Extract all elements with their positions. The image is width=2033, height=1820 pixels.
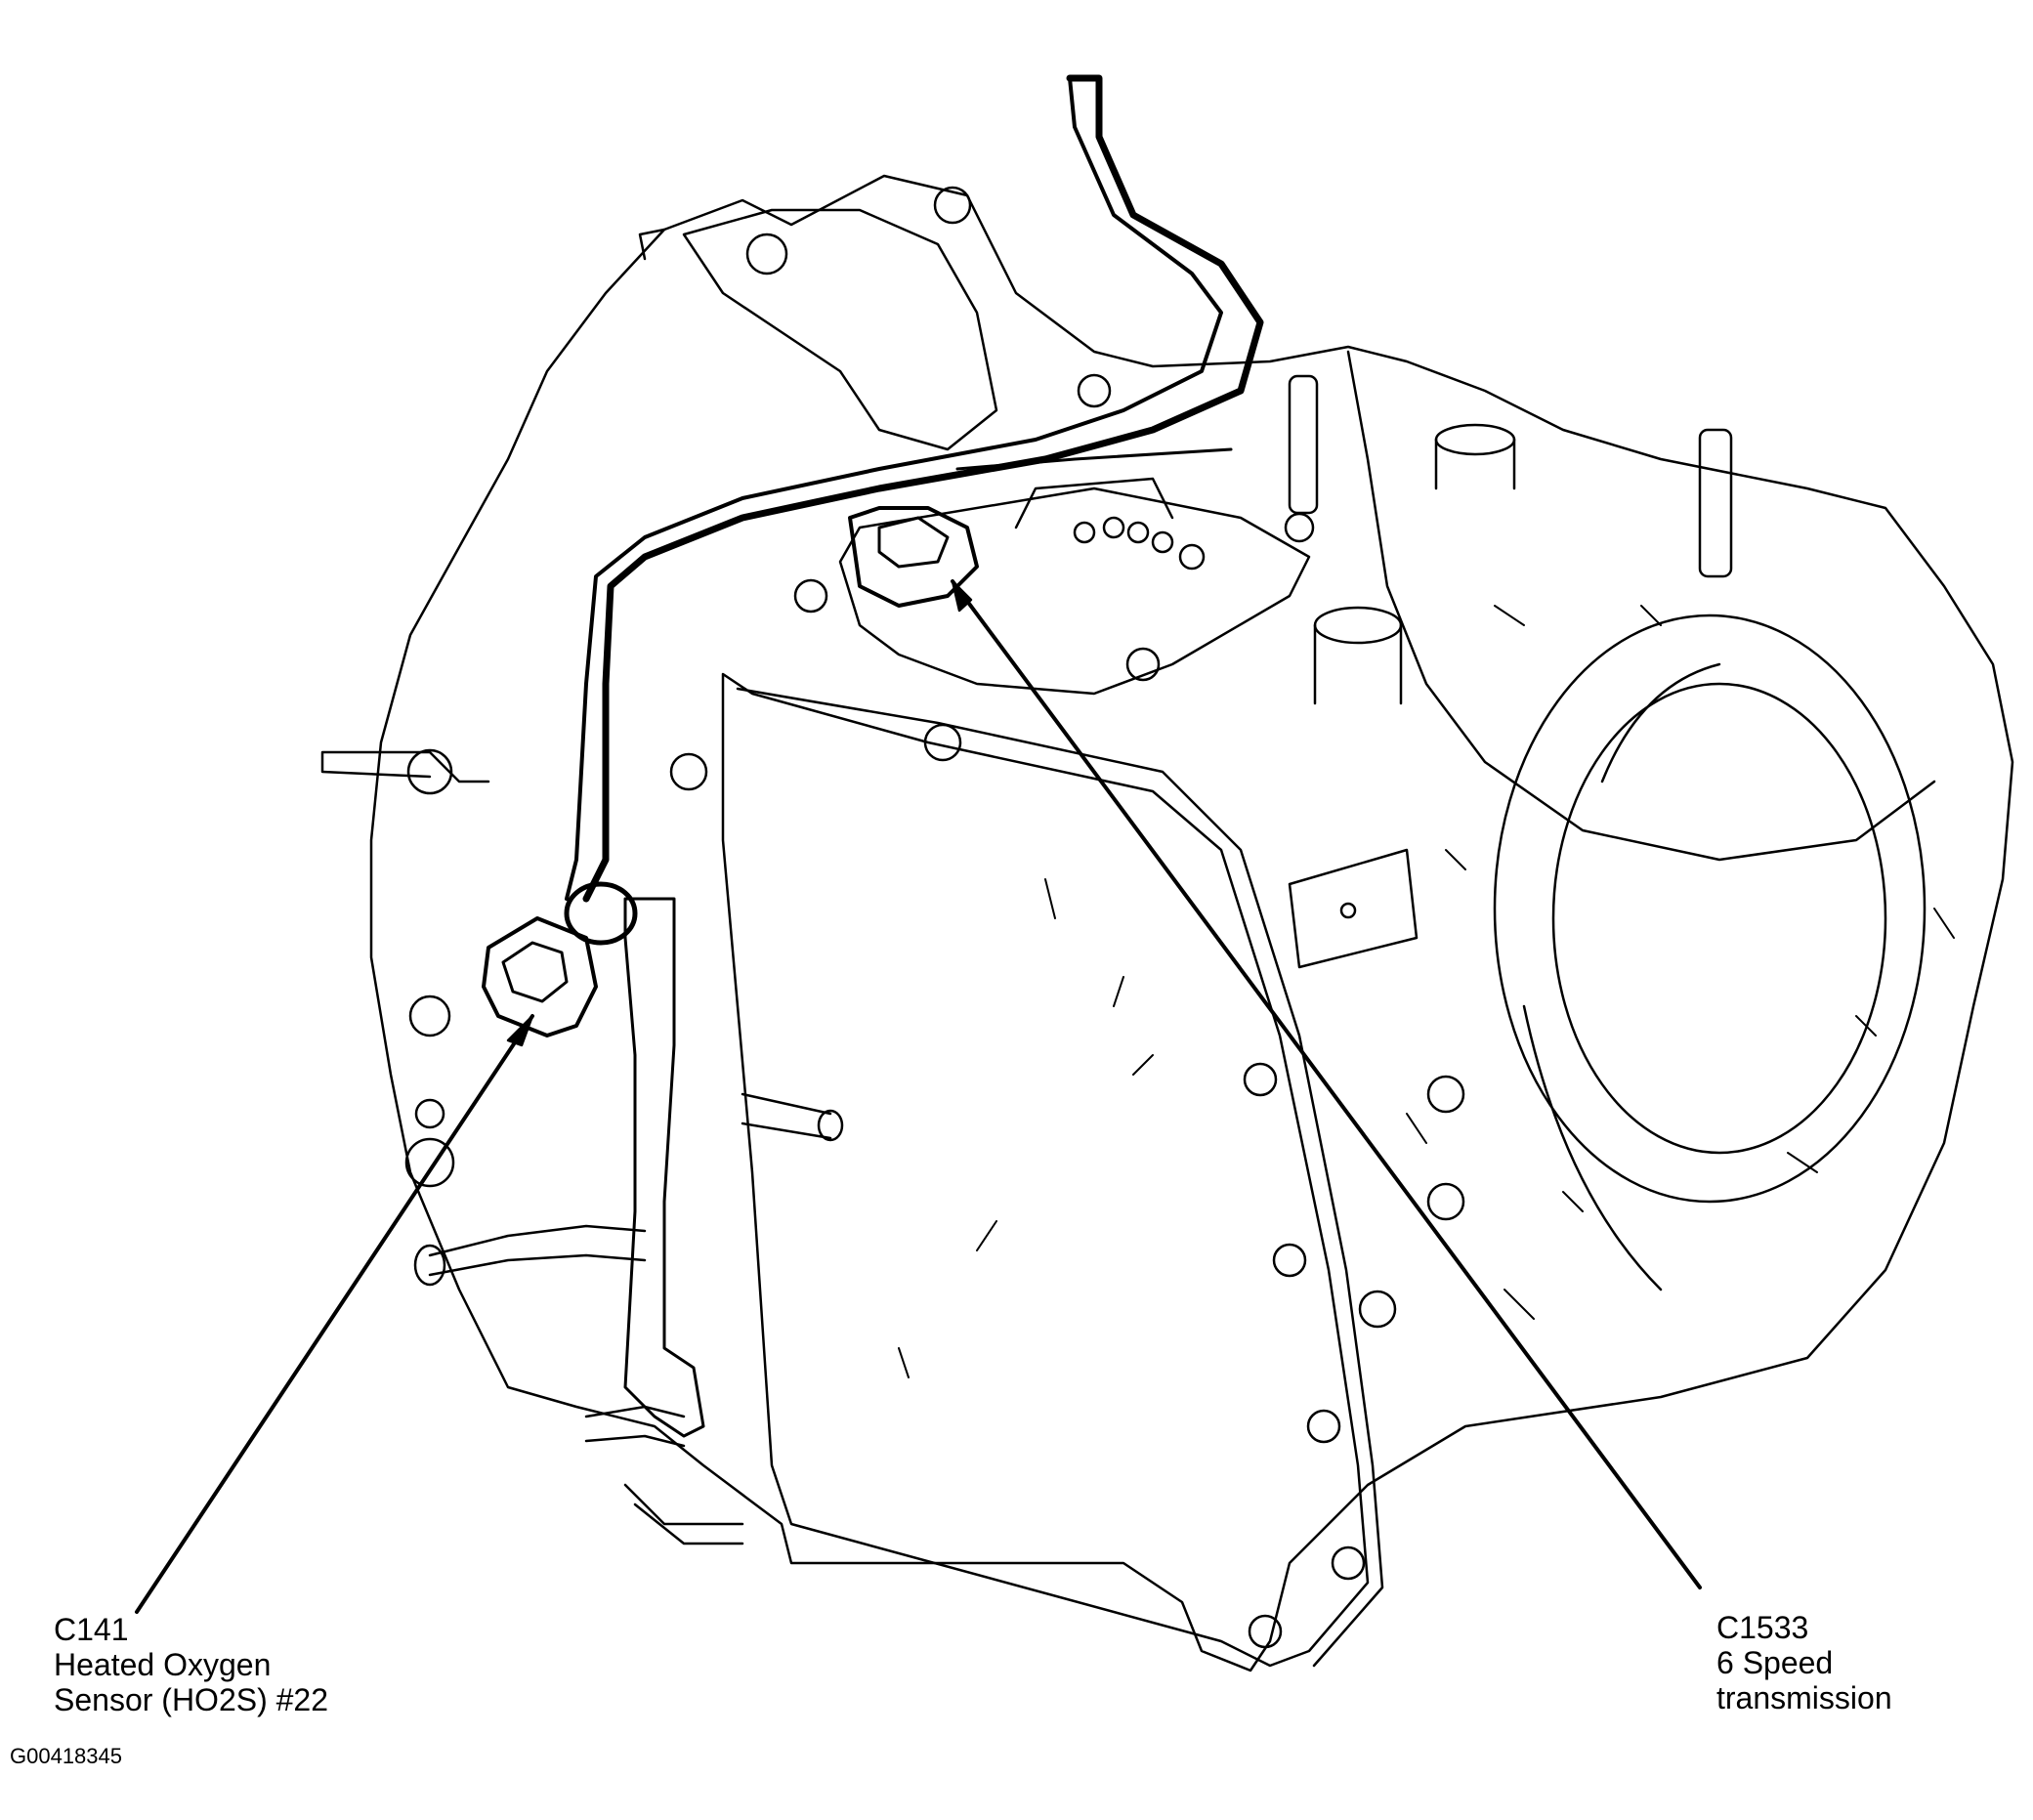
inspection-plate bbox=[1288, 848, 1419, 969]
connector-c141 bbox=[482, 916, 598, 1037]
case-right bbox=[1346, 350, 1936, 862]
callout-c1533-code: C1533 bbox=[1716, 1610, 1809, 1645]
callout-c141-line2: Heated Oxygen bbox=[54, 1647, 272, 1682]
bolt-top-1 bbox=[745, 233, 788, 275]
callout-c141-line3: Sensor (HO2S) #22 bbox=[54, 1682, 329, 1717]
cooler-pipe-1 bbox=[428, 1224, 647, 1257]
figure-id: G00418345 bbox=[10, 1744, 122, 1768]
valve-body bbox=[838, 487, 1311, 696]
callout-c1533-line3: transmission bbox=[1716, 1680, 1892, 1715]
wire-bracket bbox=[623, 897, 705, 1438]
valve-bolt-1 bbox=[793, 578, 828, 614]
callout-c1533: C1533 6 Speed transmission bbox=[1716, 1610, 1892, 1715]
callout-c141-code: C141 bbox=[54, 1612, 129, 1647]
oil-pan bbox=[721, 672, 1370, 1668]
leader-c1533 bbox=[951, 579, 1702, 1589]
wire-harness bbox=[582, 74, 1264, 903]
pan-bolt-1 bbox=[923, 723, 962, 762]
stud-2 bbox=[1698, 428, 1733, 578]
leader-c141-head bbox=[506, 1014, 534, 1047]
leader-c1533-head bbox=[951, 579, 973, 613]
left-stud bbox=[320, 750, 490, 783]
bolt-top-2 bbox=[933, 186, 972, 225]
mount-bracket bbox=[682, 208, 998, 451]
callout-c141: C141 Heated Oxygen Sensor (HO2S) #22 bbox=[54, 1612, 328, 1717]
cooler-pipe-2 bbox=[741, 1092, 832, 1140]
callout-c1533-line2: 6 Speed bbox=[1716, 1645, 1834, 1680]
stud-1 bbox=[1288, 374, 1319, 515]
differential-housing bbox=[1493, 614, 1927, 1204]
bell-housing bbox=[369, 174, 2014, 1672]
leader-c141 bbox=[135, 1014, 534, 1614]
bolt-top-3 bbox=[1077, 373, 1112, 408]
